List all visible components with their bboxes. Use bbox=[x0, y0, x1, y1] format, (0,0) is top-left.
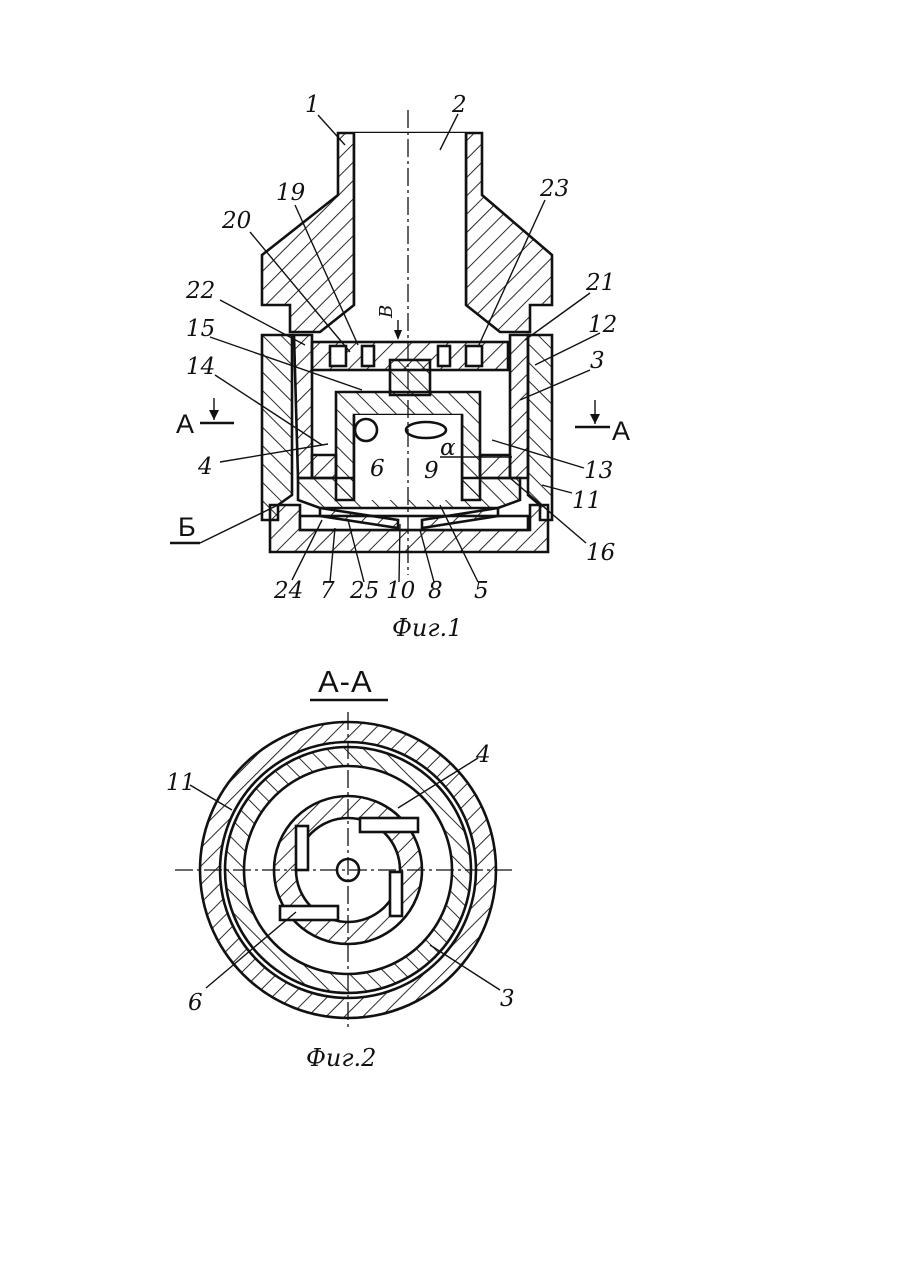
part-3-wall-right bbox=[510, 335, 528, 478]
callout-4-fig2: 4 bbox=[475, 742, 491, 768]
callout-14: 14 bbox=[186, 354, 215, 380]
view-label: Б bbox=[178, 512, 196, 542]
callout-21: 21 bbox=[585, 270, 615, 296]
callout-7: 7 bbox=[320, 578, 335, 604]
tangential-channel-upper bbox=[360, 818, 418, 832]
callout-alpha: α bbox=[440, 435, 456, 461]
figure-1-section-drawing: 1 2 19 20 23 21 22 12 15 3 14 4 6 α 9 13… bbox=[170, 92, 630, 642]
callout-19: 19 bbox=[276, 180, 305, 206]
callout-16: 16 bbox=[586, 540, 615, 566]
bore-2 bbox=[354, 133, 466, 305]
part-3-wall-left bbox=[294, 335, 312, 478]
part-11-sleeve-left bbox=[262, 335, 292, 520]
central-stem bbox=[390, 360, 430, 395]
part-13-shoulder bbox=[480, 455, 510, 478]
callout-15: 15 bbox=[186, 316, 215, 342]
tangential-channel-right bbox=[390, 872, 402, 916]
part-14-shoulder bbox=[312, 455, 336, 478]
figure-2-section-drawing: А-А 11 4 6 3 Фиг.2 bbox=[166, 664, 515, 1072]
callout-13: 13 bbox=[584, 458, 613, 484]
callout-4: 4 bbox=[197, 454, 213, 480]
callout-11-fig1: 11 bbox=[572, 488, 601, 514]
callout-10: 10 bbox=[386, 578, 415, 604]
callout-11-fig2: 11 bbox=[166, 770, 195, 796]
callout-3-fig2: 3 bbox=[500, 986, 515, 1012]
callout-8: 8 bbox=[428, 578, 443, 604]
callout-2: 2 bbox=[451, 92, 467, 118]
callout-3: 3 bbox=[590, 348, 605, 374]
callout-v: В bbox=[376, 305, 397, 319]
callout-5: 5 bbox=[474, 578, 489, 604]
callout-22: 22 bbox=[185, 278, 215, 304]
callout-20: 20 bbox=[221, 208, 251, 234]
figure-2-title: А-А bbox=[318, 664, 373, 699]
tangential-hole-6 bbox=[355, 419, 377, 441]
section-label-left: А bbox=[176, 409, 194, 439]
callout-12: 12 bbox=[588, 312, 617, 338]
callout-24: 24 bbox=[273, 578, 303, 604]
callout-6-fig2: 6 bbox=[188, 990, 203, 1016]
figure-2-caption: Фиг.2 bbox=[306, 1044, 376, 1072]
section-label-right: А bbox=[612, 416, 630, 446]
callout-6-fig1: 6 bbox=[370, 456, 385, 482]
callout-25: 25 bbox=[349, 578, 379, 604]
tangential-channel-left bbox=[296, 826, 308, 870]
callout-9: 9 bbox=[424, 458, 439, 484]
figure-1-caption: Фиг.1 bbox=[392, 614, 462, 642]
callout-1: 1 bbox=[305, 92, 320, 118]
callout-23: 23 bbox=[539, 176, 569, 202]
